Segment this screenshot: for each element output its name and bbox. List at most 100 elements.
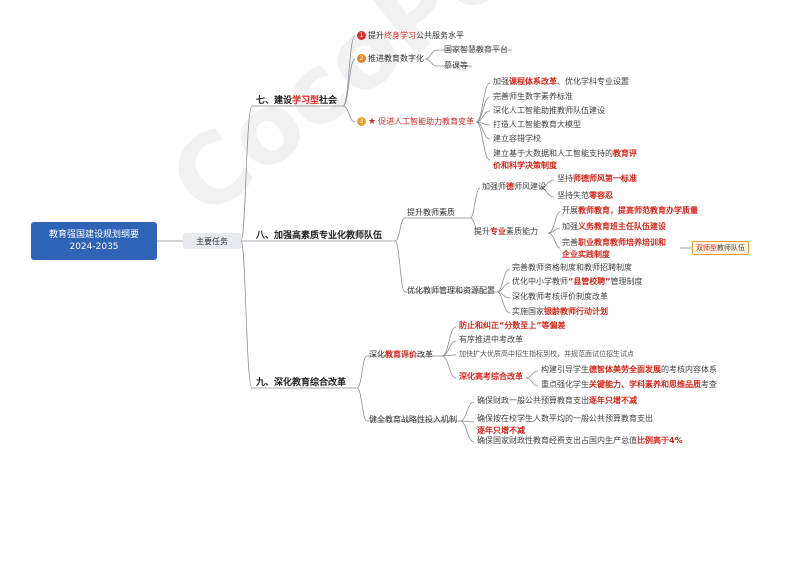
sub-highlight-2: 企业实践制度 (562, 249, 610, 259)
star-icon: ★ (368, 117, 377, 127)
s9-b-node[interactable]: 健全教育战略性投入机制 (369, 415, 457, 424)
s7-item-3-sub-1[interactable]: 加强课程体系改革、优化学科专业设置 (493, 77, 629, 87)
sub-pre: 确保国家财政性教育经费支出占国内生产总值 (477, 436, 637, 445)
section-7-title-post: 社会 (319, 96, 338, 106)
section-9-node[interactable]: 九、深化教育综合改革 (256, 378, 347, 388)
s7-item-3-sub-2[interactable]: 完善师生数字素养标准 (493, 92, 573, 101)
root-node[interactable]: 教育强国建设规划纲要 2024-2035 (31, 222, 157, 260)
priority-3-badge-icon: 3 (357, 117, 366, 126)
s7-item-1-pre: 提升 (368, 31, 384, 40)
sub-pre: 重点强化学生 (541, 380, 589, 389)
s8-b-item-2[interactable]: 优化中小学教师“县管校聘”管理制度 (512, 277, 643, 287)
sub-highlight: 关键能力、学科素养和思维品质 (589, 380, 701, 389)
s8-b-item-3[interactable]: 深化教师考核评价制度改革 (512, 292, 608, 301)
tag-highlight: 双师型 (696, 244, 717, 252)
sub-post: 考查 (701, 380, 717, 389)
sub-highlight: 银龄教师行动计划 (544, 307, 608, 316)
sub-highlight-1: 职业教育教师培养培训和 (578, 238, 666, 247)
sub-pre: 坚持失范 (557, 191, 589, 200)
s7-item-3-sub-3[interactable]: 深化人工智能助推教师队伍建设 (493, 106, 605, 115)
s7-item-2-label: 推进教育数字化 (368, 54, 424, 63)
sub-pre: 构建引导学生 (541, 365, 589, 374)
sub-highlight: “县管校聘” (568, 277, 611, 286)
s9-b-item-2[interactable]: 确保按在校学生人数平均的一般公共预算教育支出逐年只增不减 (477, 413, 653, 436)
sub-highlight: 义务教育班主任队伍建设 (578, 222, 666, 231)
sub-highlight: 教育评价 (385, 350, 417, 359)
s7-item-3-label: 促进人工智能助力教育变革 (378, 117, 475, 126)
s8-a-node[interactable]: 提升教师素质 (407, 208, 455, 217)
s8-a1-item-1[interactable]: 坚持师德师风第一标准 (557, 174, 637, 184)
sub-highlight-2: 价和科学决策制度 (493, 160, 557, 170)
sub-pre: 开展 (562, 206, 578, 215)
sub-highlight: 教师教育，提高师范教育办学质量 (578, 206, 698, 215)
s8-b-item-1[interactable]: 完善教师资格制度和教师招聘制度 (512, 263, 632, 272)
sub-post: 改革 (417, 350, 433, 359)
sub-pre: 实施国家 (512, 307, 544, 316)
s8-a2-item-1[interactable]: 开展教师教育，提高师范教育办学质量 (562, 206, 698, 216)
sub-line-1: 确保按在校学生人数平均的一般公共预算教育支出 (477, 414, 653, 423)
s8-a2-item-2[interactable]: 加强义务教育班主任队伍建设 (562, 222, 666, 232)
s9-a4-item-2[interactable]: 重点强化学生关键能力、学科素养和思维品质考查 (541, 380, 717, 390)
s7-item-2-sub-1[interactable]: 国家智慧教育平台 (444, 45, 508, 54)
sub-pre: 优化中小学教师 (512, 277, 568, 286)
root-title: 教育强国建设规划纲要 (48, 229, 139, 240)
sub-post: 的考核内容体系 (661, 365, 717, 374)
sub-pre: 提升 (474, 227, 490, 236)
s8-b-node[interactable]: 优化教师管理和资源配置 (407, 286, 495, 295)
s8-a1-node[interactable]: 加强师德师风建设 (482, 182, 546, 192)
sub-highlight: 专业 (490, 227, 506, 236)
s9-a4-item-1[interactable]: 构建引导学生德智体美劳全面发展的考核内容体系 (541, 365, 717, 375)
s8-a1-item-2[interactable]: 坚持失范零容忍 (557, 191, 613, 201)
sub-pre: 完善 (562, 238, 578, 247)
sub-pre: 深化 (369, 350, 385, 359)
sub-highlight: 师德师风第一标准 (573, 174, 637, 183)
s9-b-item-3[interactable]: 确保国家财政性教育经费支出占国内生产总值比例高于4% (477, 436, 683, 446)
section-7-title-highlight: 学习型 (292, 96, 320, 106)
s8-a2-item-3[interactable]: 完善职业教育教师培养培训和企业实践制度 (562, 237, 666, 260)
s8-b-item-4[interactable]: 实施国家银龄教师行动计划 (512, 307, 608, 317)
priority-2-badge-icon: 2 (357, 54, 366, 63)
sub-pre: 建立基于大数据和人工智能支持的 (493, 149, 613, 158)
sub-pre: 加强 (493, 77, 509, 86)
s9-a-item-1[interactable]: 防止和纠正“分数至上”等偏差 (459, 321, 566, 330)
s7-item-2-sub-2[interactable]: 慕课等 (444, 61, 468, 70)
root-years: 2024-2035 (69, 242, 119, 252)
s9-b-item-1[interactable]: 确保财政一般公共预算教育支出逐年只增不减 (477, 396, 637, 406)
sub-highlight: 逐年只增不减 (589, 396, 637, 405)
sub-pre: 加强 (562, 222, 578, 231)
s7-item-1-post: 公共服务水平 (416, 31, 464, 40)
section-7-node[interactable]: 七、建设学习型社会 (256, 96, 337, 107)
sub-pre: 坚持 (557, 174, 573, 183)
s7-item-3[interactable]: 3★促进人工智能助力教育变革 (357, 117, 474, 128)
sub-post: 管理制度 (610, 277, 643, 286)
s9-a-item-4[interactable]: 深化高考综合改革 (459, 372, 523, 381)
s9-a-item-2[interactable]: 有序推进中考改革 (459, 335, 523, 344)
sub-highlight: 课程体系改革 (509, 77, 557, 86)
sub-post: 师风建设 (514, 182, 546, 191)
s7-item-3-sub-4[interactable]: 打造人工智能教育大模型 (493, 120, 581, 129)
sub-post: 、优化学科专业设置 (557, 77, 629, 86)
sub-highlight: 德智体美劳全面发展 (589, 365, 661, 374)
sub-highlight: 逐年只增不减 (477, 425, 525, 435)
sub-pre: 加强师 (482, 182, 506, 191)
s8-a2-node[interactable]: 提升专业素质能力 (474, 227, 538, 237)
sub-highlight: 比例高于4% (637, 436, 683, 445)
dual-teacher-tag[interactable]: 双师型教师队伍 (692, 241, 749, 255)
priority-1-badge-icon: 1 (357, 31, 366, 40)
s7-item-3-sub-6[interactable]: 建立基于大数据和人工智能支持的教育评价和科学决策制度 (493, 148, 637, 171)
main-tasks-node[interactable]: 主要任务 (183, 233, 241, 249)
tag-post: 教师队伍 (717, 244, 745, 252)
s7-item-3-sub-5[interactable]: 建立容错学校 (493, 134, 541, 143)
s9-a-item-3[interactable]: 加快扩大优质高中招生指标到校，并规范面试位招生试点 (459, 350, 634, 358)
sub-post: 素质能力 (506, 227, 538, 236)
section-8-node[interactable]: 八、加强高素质专业化教师队伍 (256, 231, 383, 241)
s9-a-node[interactable]: 深化教育评价改革 (369, 350, 433, 360)
sub-highlight: 德 (506, 182, 514, 191)
s7-item-1-highlight: 终身学习 (384, 31, 416, 40)
sub-pre: 确保财政一般公共预算教育支出 (477, 396, 589, 405)
section-7-title-pre: 七、建设 (256, 96, 293, 106)
sub-highlight-1: 教育评 (613, 149, 637, 158)
